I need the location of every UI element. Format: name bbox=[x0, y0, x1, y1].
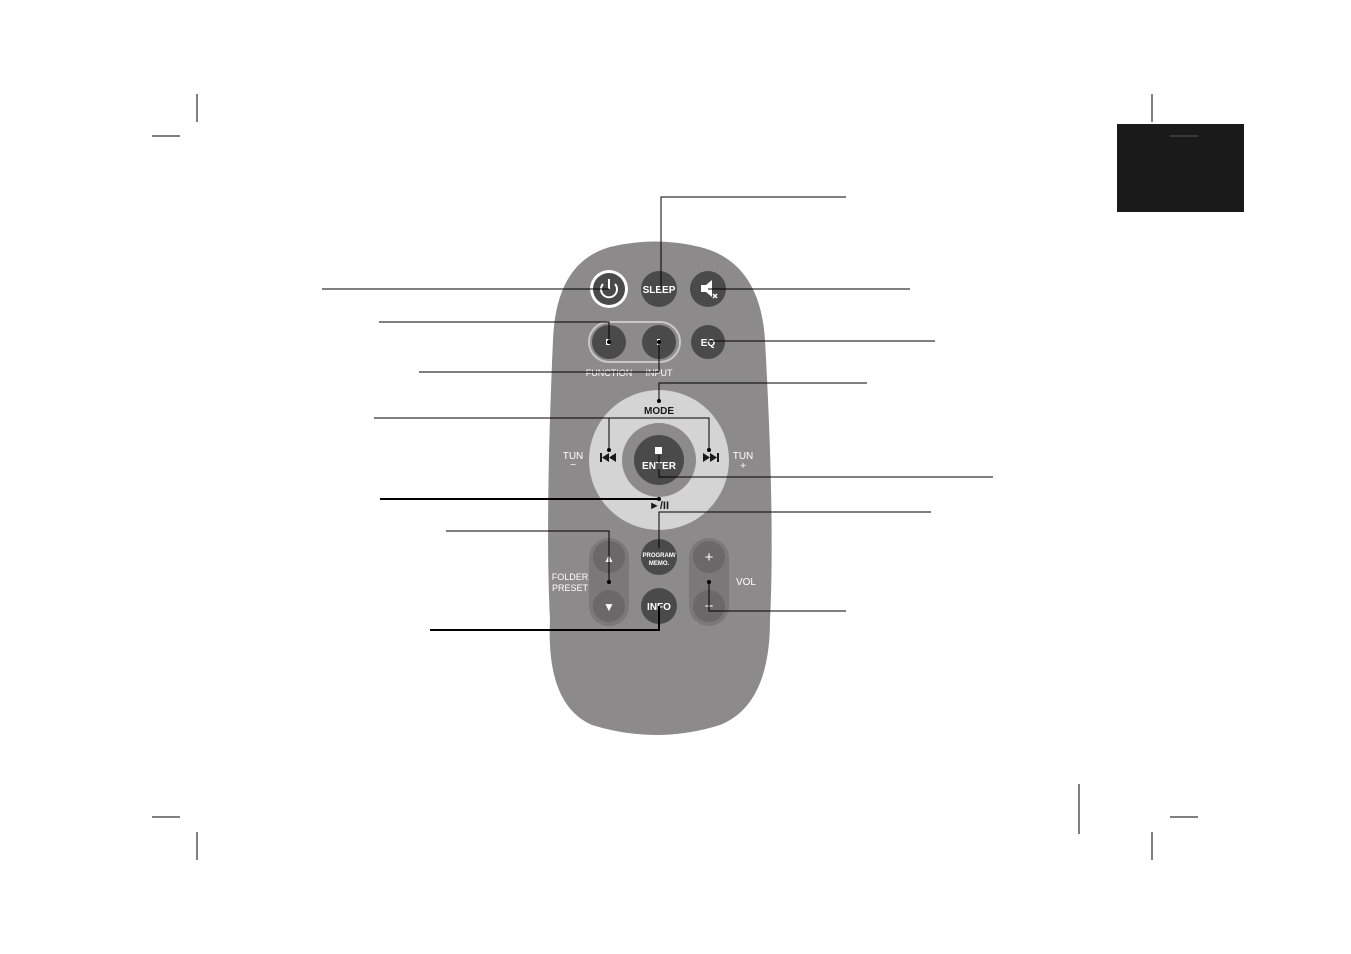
callout-lines bbox=[322, 196, 993, 631]
sleep-button[interactable]: SLEEP bbox=[641, 271, 677, 307]
preset-down-button[interactable]: ▼ bbox=[593, 590, 625, 622]
tun-plus-label: TUN bbox=[733, 451, 754, 462]
input-label: INPUT bbox=[646, 368, 674, 378]
eq-button[interactable]: EQ bbox=[691, 325, 725, 359]
power-icon bbox=[600, 279, 618, 299]
play-pause-button[interactable]: ►/II bbox=[649, 500, 669, 512]
program-label: PROGRAM/ bbox=[643, 553, 676, 559]
mode-button[interactable]: MODE bbox=[644, 406, 674, 417]
skip-forward-button[interactable] bbox=[703, 453, 719, 462]
down-arrow-icon: ▼ bbox=[603, 600, 615, 614]
tun-minus-label: TUN bbox=[563, 451, 584, 462]
skip-back-icon bbox=[600, 453, 616, 462]
folder-label: FOLDER bbox=[552, 572, 589, 582]
preset-label: PRESET bbox=[552, 583, 589, 593]
skip-back-button[interactable] bbox=[600, 453, 616, 462]
callout-dots bbox=[607, 340, 711, 584]
tun-minus-sign: − bbox=[570, 460, 576, 471]
tun-plus-sign: + bbox=[740, 461, 746, 472]
skip-forward-icon bbox=[703, 453, 719, 462]
volume-up-button[interactable]: + bbox=[693, 541, 725, 573]
function-input-group bbox=[588, 321, 681, 363]
memo-label: MEMO. bbox=[649, 561, 670, 567]
function-label: FUNCTION bbox=[586, 368, 633, 378]
corner-tab bbox=[1117, 124, 1244, 212]
program-memo-button[interactable]: PROGRAM/ MEMO. bbox=[641, 539, 677, 575]
stop-icon bbox=[655, 447, 662, 454]
sleep-label: SLEEP bbox=[643, 285, 676, 296]
eq-label: EQ bbox=[701, 338, 716, 349]
vol-label: VOL bbox=[736, 577, 756, 588]
vol-plus-sign: + bbox=[705, 549, 714, 566]
